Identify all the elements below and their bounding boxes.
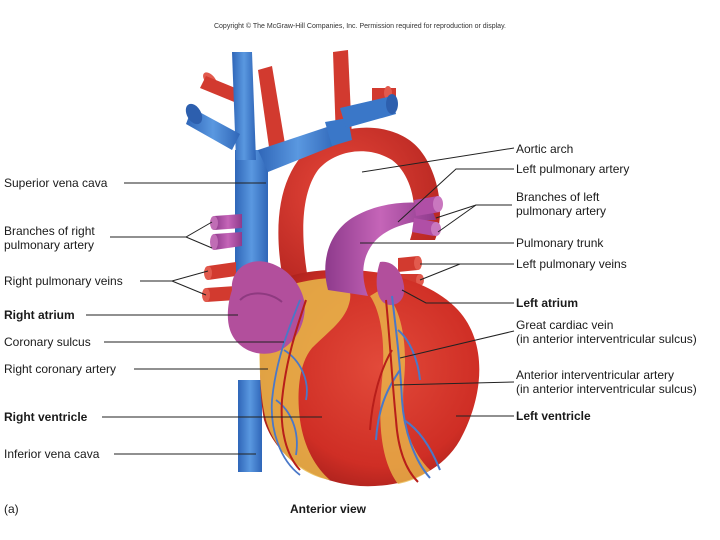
label-left-ventricle: Left ventricle [516,409,591,423]
label-anterior-interventricular-artery-line1: Anterior interventricular artery [516,368,675,382]
label-left-pulmonary-artery: Left pulmonary artery [516,162,630,176]
label-anterior-interventricular-artery: Anterior interventricular artery (in ant… [516,368,697,396]
leader-lines [86,147,515,455]
vein-left-upper [340,96,396,128]
label-branches-right-pulmonary-artery-line1: Branches of right [4,224,95,238]
label-left-pulmonary-veins: Left pulmonary veins [516,257,627,271]
left-atrium [376,261,405,306]
label-aortic-arch: Aortic arch [516,142,574,156]
label-inferior-vena-cava: Inferior vena cava [4,447,100,461]
label-right-atrium: Right atrium [4,308,75,322]
anterior-interventricular-artery [280,299,419,483]
label-right-ventricle: Right ventricle [4,410,88,424]
aortic-arch [278,127,440,290]
jugular-vein-right [232,52,256,160]
view-caption: Anterior view [290,502,367,516]
label-branches-left-pulmonary-artery-line1: Branches of left [516,190,600,204]
label-great-cardiac-vein-line2: (in anterior interventricular sulcus) [516,332,697,346]
label-branches-left-pulmonary-artery-line2: pulmonary artery [516,204,607,218]
label-anterior-interventricular-artery-line2: (in anterior interventricular sulcus) [516,382,697,396]
great-cardiac-vein [375,295,441,479]
brachiocephalic-vein-left [258,126,338,172]
label-coronary-sulcus: Coronary sulcus [4,335,91,349]
label-pulmonary-trunk: Pulmonary trunk [516,236,604,250]
label-branches-left-pulmonary-artery: Branches of left pulmonary artery [516,190,606,218]
panel-letter: (a) [4,502,19,516]
brachiocephalic-artery [258,66,286,154]
right-coronary-vessels [270,299,308,476]
copyright-notice: Copyright © The McGraw-Hill Companies, I… [213,23,506,30]
inferior-vena-cava [238,380,262,472]
label-left-atrium: Left atrium [516,296,579,310]
label-great-cardiac-vein-line1: Great cardiac vein [516,318,614,332]
label-right-coronary-artery: Right coronary artery [4,362,117,376]
label-branches-right-pulmonary-artery-line2: pulmonary artery [4,238,95,252]
label-right-pulmonary-veins: Right pulmonary veins [4,274,123,288]
label-branches-right-pulmonary-artery: Branches of right pulmonary artery [4,224,95,252]
label-superior-vena-cava: Superior vena cava [4,176,108,190]
label-great-cardiac-vein: Great cardiac vein (in anterior interven… [516,318,697,346]
pulmonary-trunk [325,202,436,296]
right-atrium [227,261,305,354]
